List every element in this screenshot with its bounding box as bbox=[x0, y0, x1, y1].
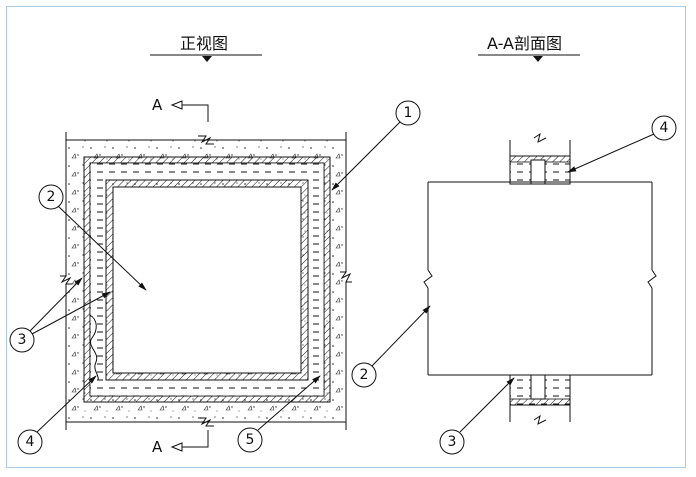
section-title-marker bbox=[533, 56, 543, 62]
front-view-title: 正视图 bbox=[180, 34, 228, 53]
callout-4-front: 4 bbox=[17, 375, 97, 455]
section-gap-bottom bbox=[530, 374, 546, 400]
drawing-frame bbox=[6, 6, 686, 468]
callout-2-front: 2 bbox=[38, 184, 147, 291]
svg-text:2: 2 bbox=[47, 189, 56, 205]
front-view bbox=[60, 132, 352, 430]
pipe-interior bbox=[112, 186, 302, 374]
svg-text:3: 3 bbox=[18, 332, 27, 348]
svg-text:1: 1 bbox=[404, 105, 413, 121]
callout-1-front: 1 bbox=[331, 100, 421, 191]
section-view bbox=[423, 132, 657, 425]
section-cut-marker-bottom: A bbox=[152, 430, 209, 456]
callout-3-section: 3 bbox=[439, 377, 515, 455]
svg-text:A: A bbox=[152, 438, 163, 456]
svg-text:5: 5 bbox=[246, 432, 255, 448]
callout-3-front: 3 bbox=[9, 277, 111, 353]
svg-text:4: 4 bbox=[26, 434, 35, 450]
section-view-title: A-A剖面图 bbox=[487, 34, 562, 53]
sealant-boundary bbox=[89, 314, 99, 381]
callout-2-section: 2 bbox=[351, 305, 431, 388]
svg-text:A: A bbox=[152, 96, 163, 114]
section-gap-top bbox=[530, 159, 546, 185]
svg-text:3: 3 bbox=[448, 434, 457, 450]
section-cut-marker-top: A bbox=[152, 96, 209, 122]
svg-text:4: 4 bbox=[660, 120, 669, 136]
svg-text:2: 2 bbox=[360, 367, 369, 383]
callout-5-front: 5 bbox=[237, 375, 321, 453]
callout-4-section: 4 bbox=[567, 115, 677, 173]
front-title-marker bbox=[202, 56, 212, 62]
